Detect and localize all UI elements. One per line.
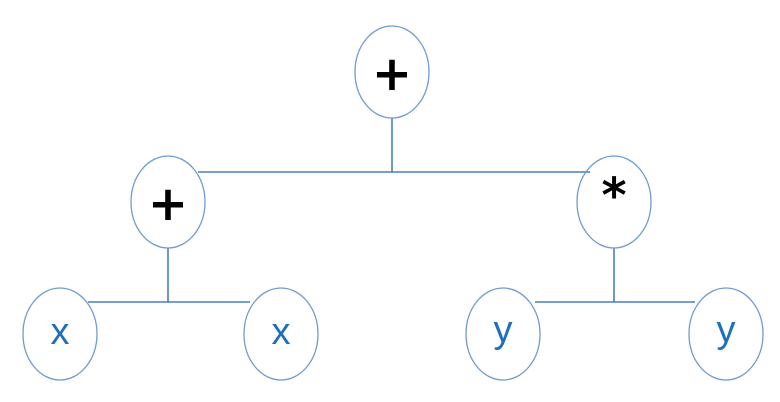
node-leaf-x-2-outline-right bbox=[280, 287, 319, 381]
node-root: + bbox=[354, 25, 430, 119]
node-leaf-y-1: y bbox=[465, 287, 541, 381]
node-leaf-y-2-label: y bbox=[717, 309, 736, 351]
node-leaf-y-1-outline-left bbox=[465, 287, 504, 381]
node-right-times: * bbox=[576, 155, 652, 249]
node-root-label: + bbox=[372, 46, 412, 102]
node-leaf-x-1-outline-left bbox=[22, 287, 61, 381]
node-leaf-x-1-label: x bbox=[51, 311, 70, 353]
node-right-times-label: * bbox=[601, 168, 626, 224]
nodes: + + * x x y y bbox=[22, 25, 764, 381]
node-leaf-x-1-outline-right bbox=[59, 287, 98, 381]
node-leaf-y-2-outline-left bbox=[688, 287, 727, 381]
node-leaf-y-1-outline-right bbox=[502, 287, 541, 381]
node-left-plus-outline-right bbox=[167, 155, 206, 249]
node-right-times-outline-right bbox=[613, 155, 652, 249]
node-left-plus-label: + bbox=[148, 176, 188, 232]
node-leaf-x-2: x bbox=[243, 287, 319, 381]
node-right-times-outline-left bbox=[576, 155, 615, 249]
node-root-outline-left bbox=[354, 25, 393, 119]
node-leaf-x-1: x bbox=[22, 287, 98, 381]
node-leaf-y-2-outline-right bbox=[725, 287, 764, 381]
node-leaf-x-2-label: x bbox=[272, 311, 291, 353]
edges bbox=[88, 118, 695, 303]
node-left-plus: + bbox=[130, 155, 206, 249]
node-leaf-y-2: y bbox=[688, 287, 764, 381]
node-left-plus-outline-left bbox=[130, 155, 169, 249]
node-leaf-y-1-label: y bbox=[494, 309, 513, 351]
node-root-outline-right bbox=[391, 25, 430, 119]
node-leaf-x-2-outline-left bbox=[243, 287, 282, 381]
